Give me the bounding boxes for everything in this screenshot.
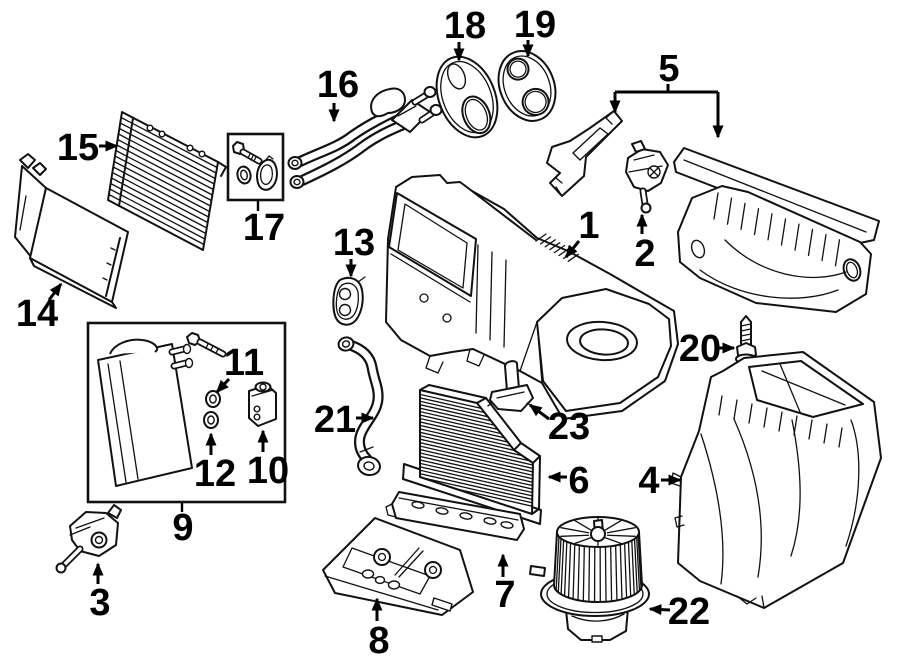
callout-17-label: 17 (243, 207, 285, 249)
callout-16-label: 16 (317, 64, 359, 106)
callout-9-label: 9 (172, 507, 193, 549)
callout-14: 14 (16, 282, 63, 335)
callout-23-label: 23 (548, 406, 590, 448)
part-filter-retainer-rail (385, 491, 525, 541)
callout-5-label: 5 (658, 48, 679, 90)
callout-1-label: 1 (578, 205, 599, 247)
callout-3-label: 3 (89, 582, 110, 624)
callout-15: 15 (57, 127, 119, 169)
part-grommet (332, 276, 366, 326)
callout-14-label: 14 (16, 293, 58, 335)
callout-6-label: 6 (568, 460, 589, 502)
part-actuator-lower (55, 504, 122, 574)
part-actuator-upper (625, 140, 669, 214)
callout-4-label: 4 (638, 460, 659, 502)
callout-3: 3 (89, 562, 111, 624)
part-intake-cover (673, 147, 880, 313)
callout-18-label: 18 (444, 5, 486, 47)
callout-7: 7 (494, 553, 516, 616)
part-mounting-bracket (546, 110, 623, 197)
part-distribution-housing (670, 351, 882, 609)
part-gasket-single (435, 55, 499, 139)
callout-16: 16 (317, 64, 359, 123)
callout-22-label: 22 (668, 591, 710, 633)
callout-20-label: 20 (679, 328, 721, 370)
callout-20: 20 (679, 328, 736, 370)
callout-13: 13 (333, 222, 375, 278)
callout-23: 23 (528, 403, 590, 448)
housing-rib-slats (718, 395, 843, 448)
part-seal-kit-box (226, 132, 285, 202)
callout-7-label: 7 (494, 574, 515, 616)
callout-1-arrow (564, 240, 581, 259)
callout-4: 4 (638, 460, 682, 502)
callout-10-label: 10 (247, 450, 289, 492)
callout-13-label: 13 (333, 222, 375, 264)
callout-1: 1 (564, 205, 600, 259)
part-lower-cover-tray (322, 517, 474, 616)
callout-14-arrow (47, 282, 63, 301)
part-drain-hose (337, 336, 384, 477)
part-evaporator-core (107, 111, 227, 251)
kit-evaporator-slab (97, 338, 194, 487)
kit-bolt (186, 332, 227, 358)
callout-23-arrow (528, 403, 550, 421)
callout-18: 18 (444, 5, 486, 62)
callout-11: 11 (215, 342, 264, 394)
callout-22: 22 (648, 591, 710, 633)
callout-17: 17 (243, 201, 285, 249)
part-gasket-double (497, 50, 557, 122)
part-heater-core (14, 153, 129, 309)
callout-2-label: 2 (634, 233, 655, 275)
callout-22-arrow (648, 604, 671, 616)
callout-19: 19 (514, 4, 556, 58)
part-hvac-housing-assembly (385, 174, 679, 420)
callout-10: 10 (247, 429, 289, 492)
callout-12-label: 12 (194, 453, 236, 495)
expansion-valve (248, 381, 277, 427)
callout-5: 5 (609, 48, 724, 139)
part-blower-motor (529, 516, 650, 643)
callout-2: 2 (634, 213, 656, 275)
callout-11-label: 11 (224, 342, 264, 384)
callout-9: 9 (172, 502, 194, 549)
callout-19-label: 19 (514, 4, 556, 46)
callout-8: 8 (368, 597, 390, 661)
blower-cage-vanes (555, 534, 642, 603)
callout-8-label: 8 (368, 620, 389, 661)
callout-12: 12 (194, 432, 236, 495)
callout-6: 6 (547, 460, 590, 502)
callout-11-arrow (215, 377, 231, 394)
callout-21-label: 21 (314, 399, 356, 441)
evaporator-fins (108, 116, 218, 246)
cover-rib-slats (713, 192, 841, 267)
part-heater-pipe-assembly (287, 86, 443, 189)
part-evaporator-service-kit (86, 321, 287, 504)
callout-15-label: 15 (57, 127, 99, 169)
callout-21: 21 (314, 399, 375, 441)
